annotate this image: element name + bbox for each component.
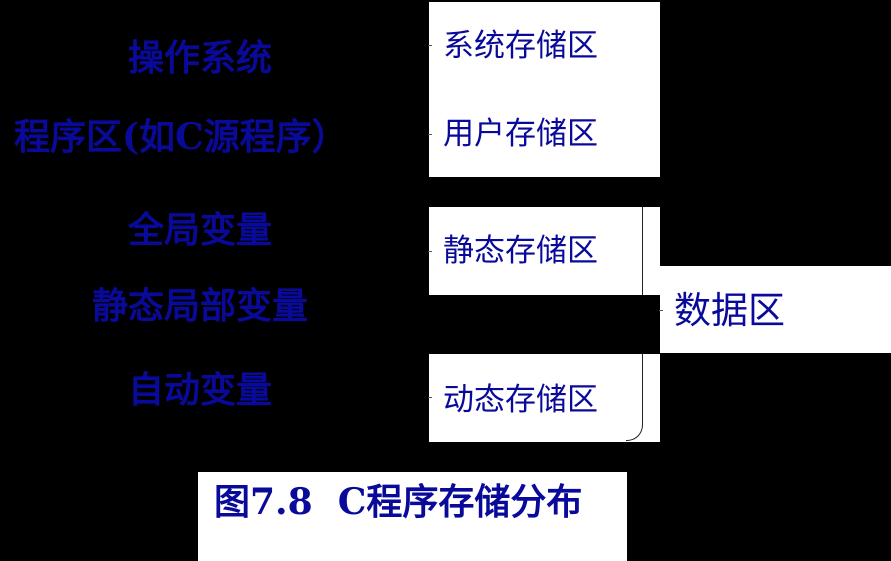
- brace-line-top: [642, 207, 643, 295]
- label-auto-variables: 自动变量: [127, 369, 272, 411]
- system-user-region-box: 系统存储区 用户存储区: [428, 2, 660, 177]
- tick-mark: [428, 251, 432, 252]
- system-storage-label: 系统存储区: [443, 28, 598, 64]
- brace-line-bottom: [642, 354, 643, 424]
- caption-box: 图7.8 C程序存储分布: [198, 472, 627, 561]
- label-program-area: 程序区(如C源程序）: [14, 116, 348, 158]
- label-operating-system: 操作系统: [127, 37, 272, 79]
- dynamic-storage-label: 动态存储区: [443, 382, 598, 418]
- label-static-local-variables: 静态局部变量: [91, 285, 308, 327]
- static-storage-box: 静态存储区: [428, 207, 660, 295]
- data-region-box: 数据区: [659, 266, 891, 353]
- tick-mark: [428, 134, 432, 135]
- tick-mark: [428, 45, 432, 46]
- static-storage-label: 静态存储区: [443, 233, 598, 269]
- dynamic-storage-box: 动态存储区: [428, 354, 660, 442]
- figure-caption: 图7.8 C程序存储分布: [214, 481, 583, 523]
- user-storage-label: 用户存储区: [443, 116, 598, 152]
- label-global-variables: 全局变量: [127, 209, 272, 251]
- tick-mark: [659, 310, 663, 311]
- data-region-label: 数据区: [674, 289, 785, 332]
- tick-mark: [428, 397, 432, 398]
